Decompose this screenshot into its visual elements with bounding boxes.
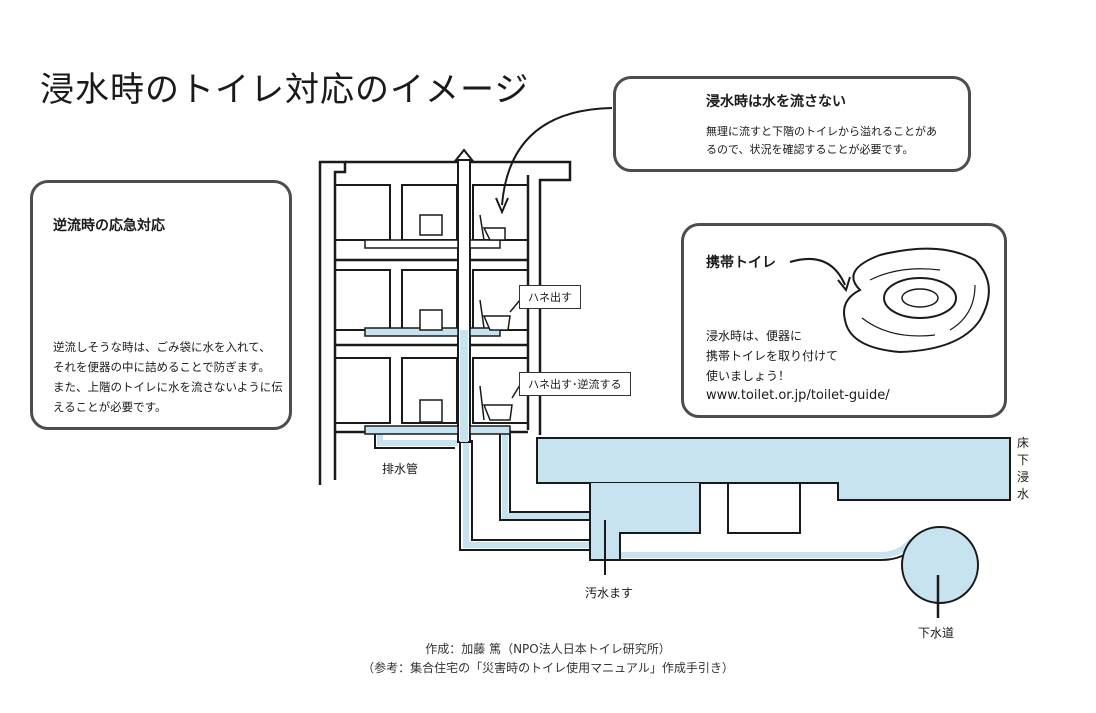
toilet [479, 385, 513, 421]
sewage-basin [589, 483, 701, 561]
arrow-portable [789, 257, 846, 286]
toilet [479, 214, 506, 241]
page-title: 浸水時のトイレ対応のイメージ [40, 70, 530, 110]
tag-splash-backflow: ハネ出す･逆流する [519, 372, 631, 396]
sewer-main [901, 526, 979, 604]
panel-portable-text: 浸水時は、便器に 携帯トイレを取り付けて 使いましょう！ [706, 329, 839, 383]
tag-splash: ハネ出す [519, 285, 581, 309]
credit-reference: （参考：集合住宅の「災害時のトイレ使用マニュアル」作成手引き） [362, 661, 734, 675]
sewer-pipe-inner [471, 440, 596, 541]
label-sewage-basin: 汚水ます [585, 586, 634, 600]
drain-pipe [374, 430, 455, 449]
panel-backflow: 逆流時の応急対応 逆流しそうな時は、ごみ袋に水を入れて、 それを便器の中に詰める… [30, 180, 292, 430]
foundation-block [727, 482, 801, 534]
credit-author: 作成：加藤 篤（NPO法人日本トイレ研究所） [425, 642, 671, 656]
panel-portable-toilet: 携帯トイレ 浸水時は、便器に 携帯トイレを取り付けて 使いましょう！ www.t… [681, 223, 1007, 418]
flood-water [536, 437, 1011, 501]
panel-no-flush: 浸水時は水を流さない 無理に流すと下階のトイレから溢れることがあ るので、状況を… [613, 76, 971, 172]
building-outline [318, 160, 347, 485]
panel-no-flush-text: 無理に流すと下階のトイレから溢れることがあ るので、状況を確認することが必要です… [706, 125, 937, 156]
label-sewer: 下水道 [918, 626, 955, 640]
panel-portable-title: 携帯トイレ [706, 255, 776, 271]
label-underfloor-flood: 床下浸水 [1016, 436, 1029, 501]
panel-backflow-title: 逆流時の応急対応 [53, 218, 165, 234]
portable-toilet-icon [843, 247, 990, 354]
toilet [479, 299, 511, 331]
portable-toilet-url[interactable]: www.toilet.or.jp/toilet-guide/ [706, 388, 890, 403]
panel-no-flush-title: 浸水時は水を流さない [706, 94, 846, 110]
label-drain-pipe: 排水管 [382, 462, 419, 476]
panel-backflow-text: 逆流しそうな時は、ごみ袋に水を入れて、 それを便器の中に詰めることで防ぎます。 … [53, 340, 283, 414]
arrow-no-flush [501, 107, 613, 206]
